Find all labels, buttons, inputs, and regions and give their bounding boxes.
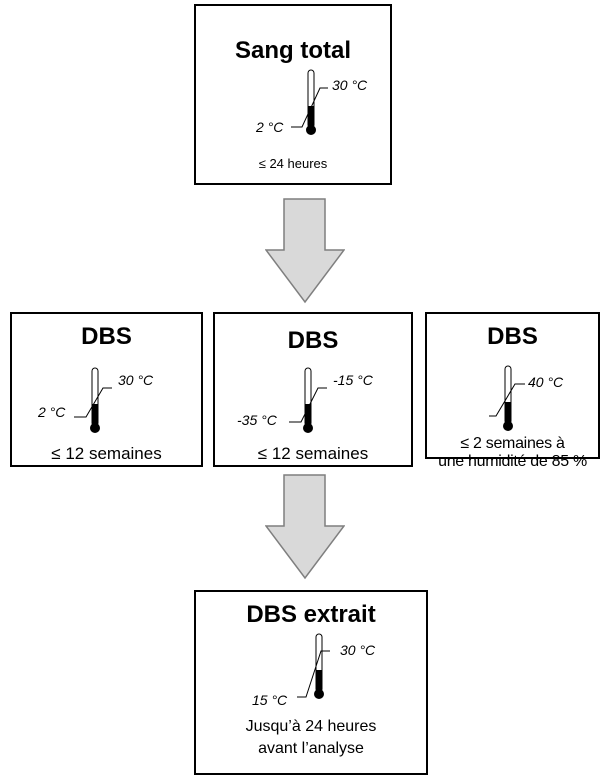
storage-duration-line-1: ≤ 2 semaines à xyxy=(460,435,565,452)
high-temperature-label: -15 °C xyxy=(333,372,373,388)
storage-duration-line-2: avant l’analyse xyxy=(258,740,364,757)
low-temperature-label: -35 °C xyxy=(237,412,277,428)
stage-box-dbs-frozen: DBS -15 °C -35 °C ≤ 12 semaines xyxy=(213,312,413,467)
high-temperature-label: 30 °C xyxy=(340,642,376,658)
storage-duration-line-2: une humidité de 85 % xyxy=(438,453,587,470)
stage-title: DBS xyxy=(287,327,339,354)
storage-duration: ≤ 12 semaines xyxy=(257,444,369,463)
high-temperature-label: 30 °C xyxy=(332,77,368,93)
low-temperature-label: 2 °C xyxy=(256,119,284,135)
temperature-range-lines xyxy=(297,650,330,698)
stage-title: DBS xyxy=(487,323,538,350)
temperature-range-lines xyxy=(291,87,328,128)
temperature-range-lines xyxy=(74,387,112,418)
high-temperature-label: 30 °C xyxy=(118,372,154,388)
storage-duration: ≤ 24 heures xyxy=(258,156,328,171)
stage-box-sang-total: Sang total 30 °C 2 °C ≤ 24 heures xyxy=(194,4,392,185)
storage-duration-line-1: Jusqu’à 24 heures xyxy=(245,718,377,735)
stage-box-dbs-ambient: DBS 30 °C 2 °C ≤ 12 semaines xyxy=(10,312,203,467)
stage-box-dbs-humidity: DBS 40 °C ≤ 2 semaines à une humidité de… xyxy=(425,312,600,470)
down-arrow-icon xyxy=(265,198,345,304)
temperature-range-lines xyxy=(289,387,327,423)
thermometer-icon xyxy=(306,69,316,135)
stage-title: Sang total xyxy=(234,37,351,64)
high-temperature-label: 40 °C xyxy=(528,374,564,390)
storage-duration: ≤ 12 semaines xyxy=(51,444,162,463)
stage-box-dbs-extrait: DBS extrait 30 °C 15 °C Jusqu’à 24 heure… xyxy=(194,590,428,775)
stage-title: DBS extrait xyxy=(246,601,376,628)
temperature-range-lines xyxy=(489,383,525,417)
down-arrow-icon xyxy=(265,474,345,580)
stage-title: DBS xyxy=(81,323,132,350)
low-temperature-label: 2 °C xyxy=(38,404,66,420)
thermometer-icon xyxy=(90,367,100,433)
low-temperature-label: 15 °C xyxy=(252,692,288,708)
thermometer-icon xyxy=(314,633,324,699)
